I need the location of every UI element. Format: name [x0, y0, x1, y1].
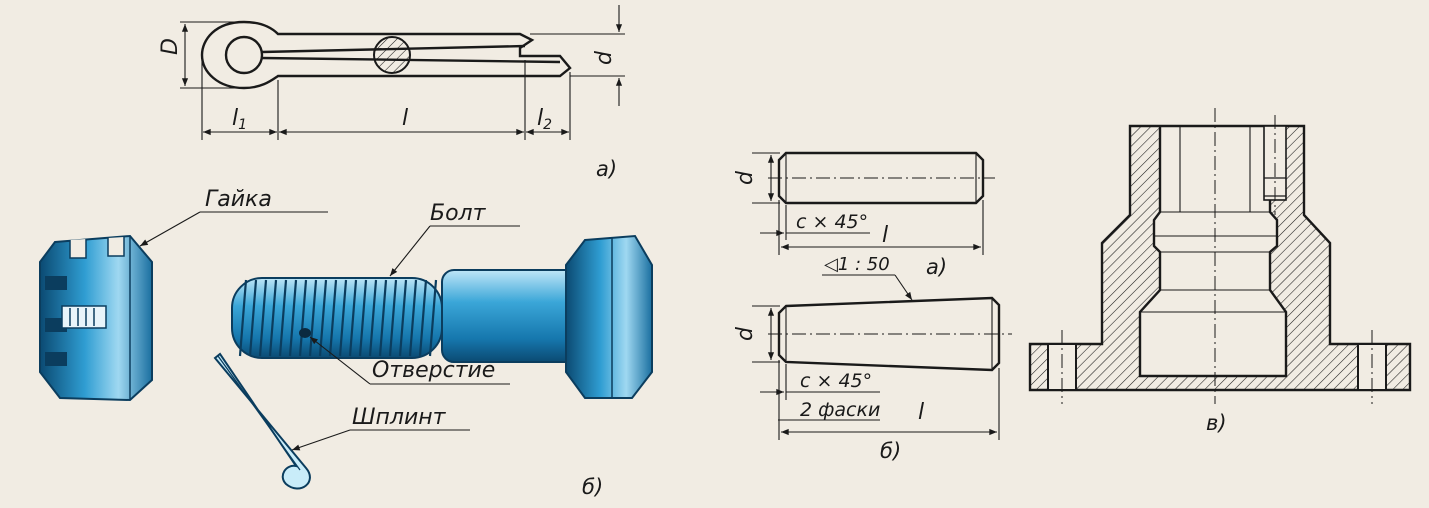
hole-label: Отверстие	[372, 358, 495, 383]
taper-dim-d: d	[733, 326, 758, 341]
housing-section-drawing: в)	[1028, 108, 1412, 435]
caption-b-pins: б)	[880, 439, 901, 463]
caption-b-assembly: б)	[582, 475, 603, 499]
cyl-chamfer-label: c × 45°	[796, 211, 868, 233]
nut-label: Гайка	[205, 187, 272, 212]
taper-chamfer-label: c × 45°	[800, 370, 872, 392]
taper-chamfers-note: 2 фаски	[800, 399, 880, 421]
bolt-threads	[238, 279, 438, 357]
cyl-dim-l: l	[882, 223, 888, 248]
assembly-leader-lines	[139, 211, 520, 451]
bolt	[231, 234, 653, 399]
split-pin-dimension-lines	[180, 5, 625, 140]
taper-pin-drawing: d ◁1 : 50 c × 45° 2 фаски l б)	[733, 254, 1012, 463]
dim-D-label: D	[158, 38, 183, 55]
cotter-pin	[213, 352, 311, 490]
bolt-label: Болт	[430, 201, 487, 226]
taper-ratio-label: ◁1 : 50	[824, 254, 890, 275]
caption-a-top: а)	[596, 157, 617, 181]
bolt-hole	[299, 328, 311, 338]
cotter-pin-label: Шплинт	[352, 405, 447, 430]
dim-l1-label: l1	[232, 106, 247, 133]
caption-v-section: в)	[1206, 411, 1227, 435]
castle-nut	[39, 234, 153, 402]
cyl-dim-d: d	[733, 170, 758, 185]
split-pin-section-circle	[373, 36, 411, 74]
dim-l2-label: l2	[537, 106, 552, 133]
taper-dim-l: l	[918, 400, 924, 425]
cylindrical-pin-drawing: d c × 45° l а)	[733, 151, 995, 279]
split-pin-outline	[200, 20, 572, 90]
split-pin-drawing: D d l1 l l2 а)	[158, 5, 625, 181]
dim-d-label: d	[592, 50, 617, 65]
caption-a-cyl: а)	[926, 255, 947, 279]
dim-l-label: l	[402, 106, 408, 131]
